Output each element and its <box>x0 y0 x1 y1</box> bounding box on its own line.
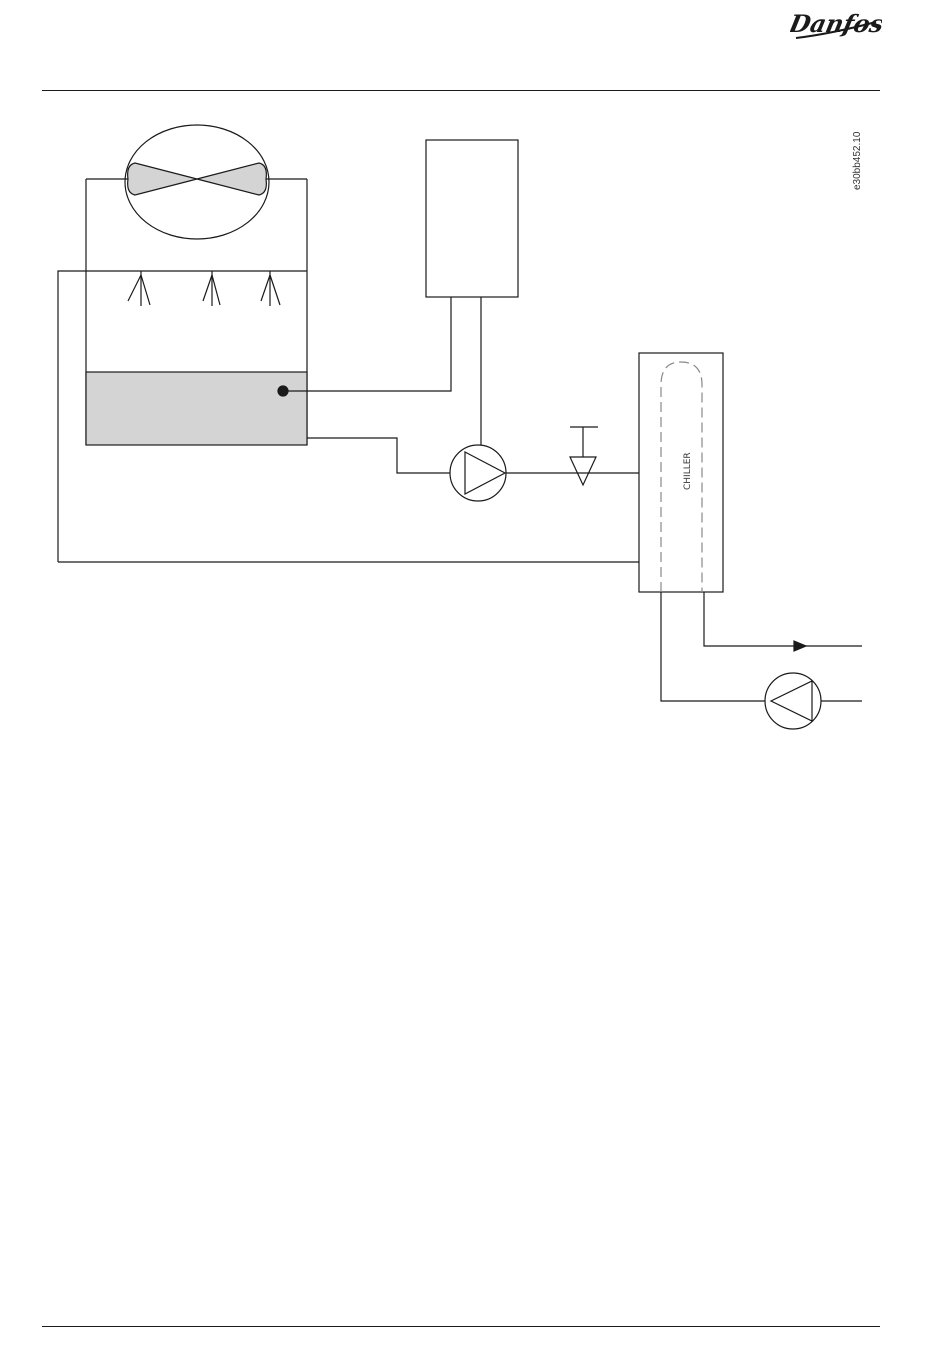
level-sensor-icon <box>278 386 288 396</box>
chiller-tube <box>661 362 702 592</box>
condenser-pump-icon <box>450 445 506 501</box>
spray-nozzle-icon <box>128 271 150 306</box>
spray-nozzle-icon <box>261 271 280 306</box>
footer-rule <box>42 1326 880 1327</box>
sensor-signal-wire <box>288 297 451 391</box>
condenser-supply-pipe <box>307 438 450 473</box>
flow-arrow-icon <box>794 641 806 651</box>
chiller-label: CHILLER <box>683 452 693 490</box>
valve-icon <box>570 427 598 485</box>
frequency-converter <box>426 140 518 297</box>
chilled-water-pump-icon <box>765 673 821 729</box>
spray-nozzle-icon <box>203 271 220 306</box>
fan-icon <box>125 125 269 239</box>
chilled-water-outlet-pipe <box>704 592 862 646</box>
tower-basin <box>86 372 307 445</box>
chiller-unit <box>639 353 723 592</box>
